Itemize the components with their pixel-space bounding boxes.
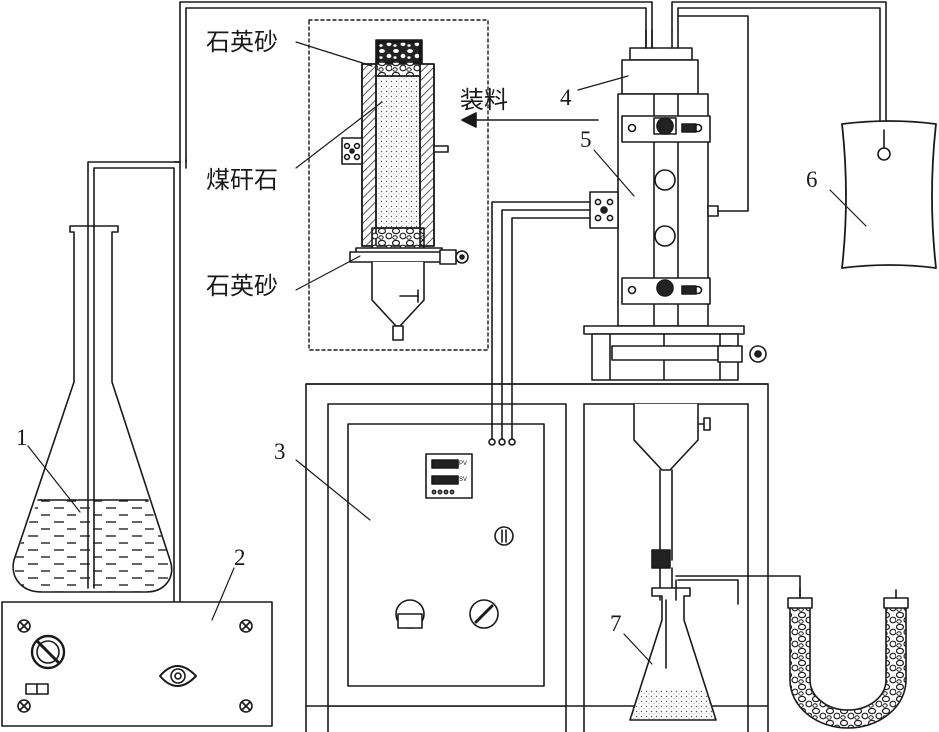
knob-icon — [30, 634, 66, 670]
leader-4 — [577, 75, 629, 91]
leader-coal-gangue — [295, 101, 383, 169]
column-5 — [583, 29, 767, 381]
u-tube-drying — [787, 587, 909, 729]
label-quartz-sand-top: 石英砂 — [206, 28, 278, 56]
label-packing: 装料 — [460, 86, 508, 114]
leader-5 — [593, 149, 635, 197]
collection-funnel — [633, 403, 711, 601]
feed-pipe — [179, 1, 653, 163]
label-coal-gangue: 煤矸石 — [206, 166, 278, 194]
label-6: 6 — [806, 167, 818, 192]
label-2: 2 — [234, 545, 246, 570]
label-3: 3 — [274, 439, 286, 464]
leader-7 — [623, 633, 653, 665]
leader-quartz-bottom — [295, 255, 361, 291]
leader-2 — [211, 567, 235, 621]
switch-icon — [494, 526, 514, 546]
label-quartz-sand-bottom: 石英砂 — [206, 272, 278, 300]
dial-icon — [469, 599, 499, 629]
leader-3 — [295, 459, 371, 521]
flask-1 — [12, 169, 173, 593]
screw-icons — [17, 619, 253, 713]
thermocouple-wires — [491, 201, 591, 440]
pump-2 — [1, 601, 273, 727]
label-5: 5 — [580, 127, 592, 152]
inset-detail-box — [308, 19, 489, 351]
label-7: 7 — [610, 611, 622, 636]
leader-6 — [829, 189, 867, 227]
collection-flask-7 — [629, 579, 717, 721]
label-1: 1 — [16, 425, 28, 450]
label-sv: SV — [459, 477, 468, 483]
label-4: 4 — [560, 85, 572, 110]
column-detail — [341, 39, 469, 341]
leader-1 — [27, 445, 81, 513]
gas-pipe — [671, 1, 887, 131]
leader-quartz-top — [295, 41, 373, 67]
gas-bag-6 — [841, 120, 937, 269]
label-pv: PV — [459, 461, 468, 467]
tube-flask-pump — [87, 161, 181, 669]
